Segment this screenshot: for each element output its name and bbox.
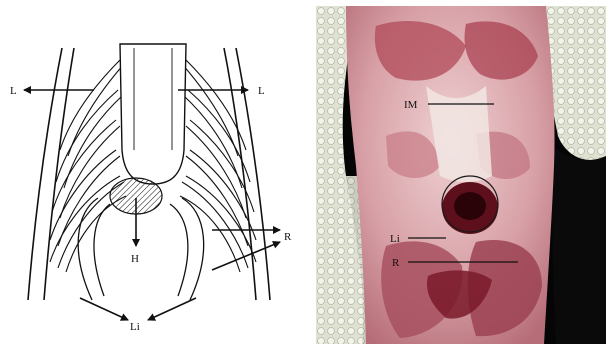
liver-arrow-right	[148, 298, 196, 320]
schematic-diagram-panel: L L R H Li	[0, 0, 306, 344]
heart-label: H	[131, 253, 139, 265]
r-label: R	[392, 257, 400, 269]
ribs-label: R	[284, 231, 292, 243]
rib-arrow-lower	[212, 242, 280, 270]
dissection-photo: IM Li R	[316, 6, 606, 344]
schematic-diagram: L L R H Li	[0, 0, 306, 344]
right-liver-lobe-outer	[182, 198, 204, 300]
right-lateral-label: L	[258, 85, 265, 97]
li-label: Li	[390, 233, 400, 245]
im-label: IM	[404, 99, 418, 111]
left-ribs	[50, 60, 126, 272]
right-liver-lobe-inner	[170, 204, 188, 296]
left-lateral-label: L	[10, 85, 17, 97]
right-body-wall-inner	[224, 48, 256, 300]
dissection-photo-panel: IM Li R	[316, 6, 606, 344]
trachea-tube	[120, 44, 186, 184]
liver-arrow-left	[80, 298, 128, 320]
liver-label: Li	[130, 321, 140, 333]
